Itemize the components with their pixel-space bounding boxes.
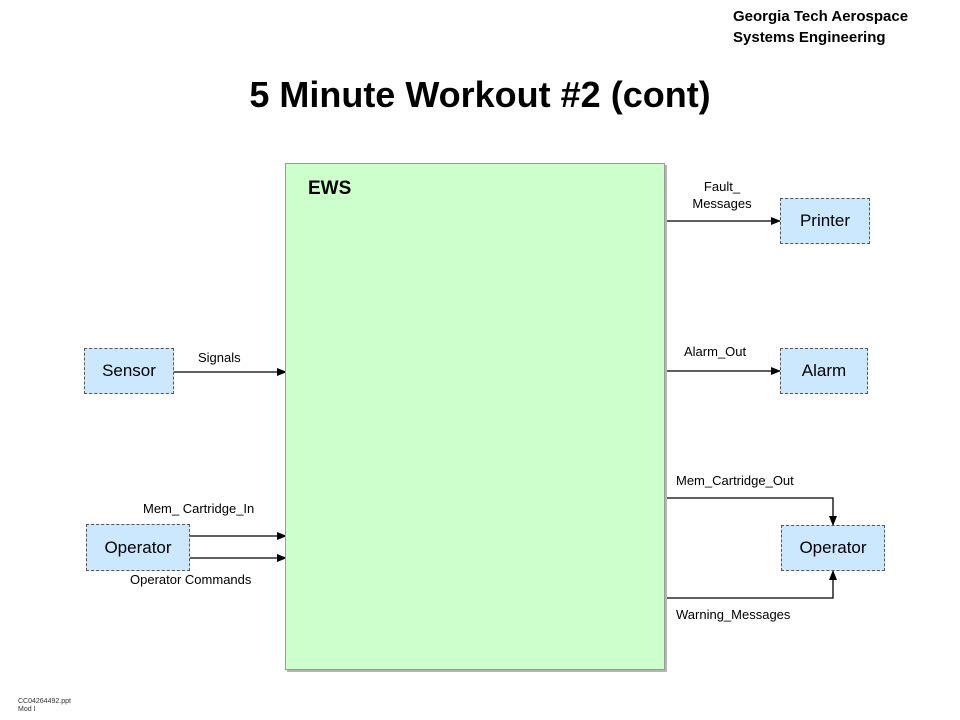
printer-box: Printer xyxy=(780,198,870,244)
operator-output-box: Operator xyxy=(781,525,885,571)
org-line-2: Systems Engineering xyxy=(733,29,886,46)
operator-input-box: Operator xyxy=(86,524,190,571)
fault-messages-label: Fault_ Messages xyxy=(680,178,764,212)
alarm-out-label: Alarm_Out xyxy=(684,344,747,359)
operator-commands-label: Operator Commands xyxy=(130,572,252,587)
signals-label: Signals xyxy=(198,350,241,365)
fault-messages-line-2: Messages xyxy=(692,196,752,211)
page-title: 5 Minute Workout #2 (cont) xyxy=(249,74,711,115)
mem-cartridge-out-arrow xyxy=(666,497,837,526)
mem-cartridge-out-label: Mem_Cartridge_Out xyxy=(676,473,794,488)
warning-messages-label: Warning_Messages xyxy=(676,607,791,622)
footer-note: CC04264492.ppt Mod I xyxy=(18,698,71,714)
footer-line-1: CC04264492.ppt xyxy=(18,698,71,705)
footer-line-2: Mod I xyxy=(18,706,36,713)
alarm-box: Alarm xyxy=(780,348,868,394)
fault-messages-line-1: Fault_ xyxy=(703,179,741,194)
sensor-box: Sensor xyxy=(84,348,174,394)
mem-cartridge-in-label: Mem_ Cartridge_In xyxy=(143,501,255,516)
ews-label: EWS xyxy=(308,178,352,199)
org-line-1: Georgia Tech Aerospace xyxy=(733,8,909,25)
warning-messages-arrow xyxy=(666,570,837,599)
organization-label: Georgia Tech Aerospace Systems Engineeri… xyxy=(733,6,908,48)
ews-system-box: EWS xyxy=(285,163,665,670)
